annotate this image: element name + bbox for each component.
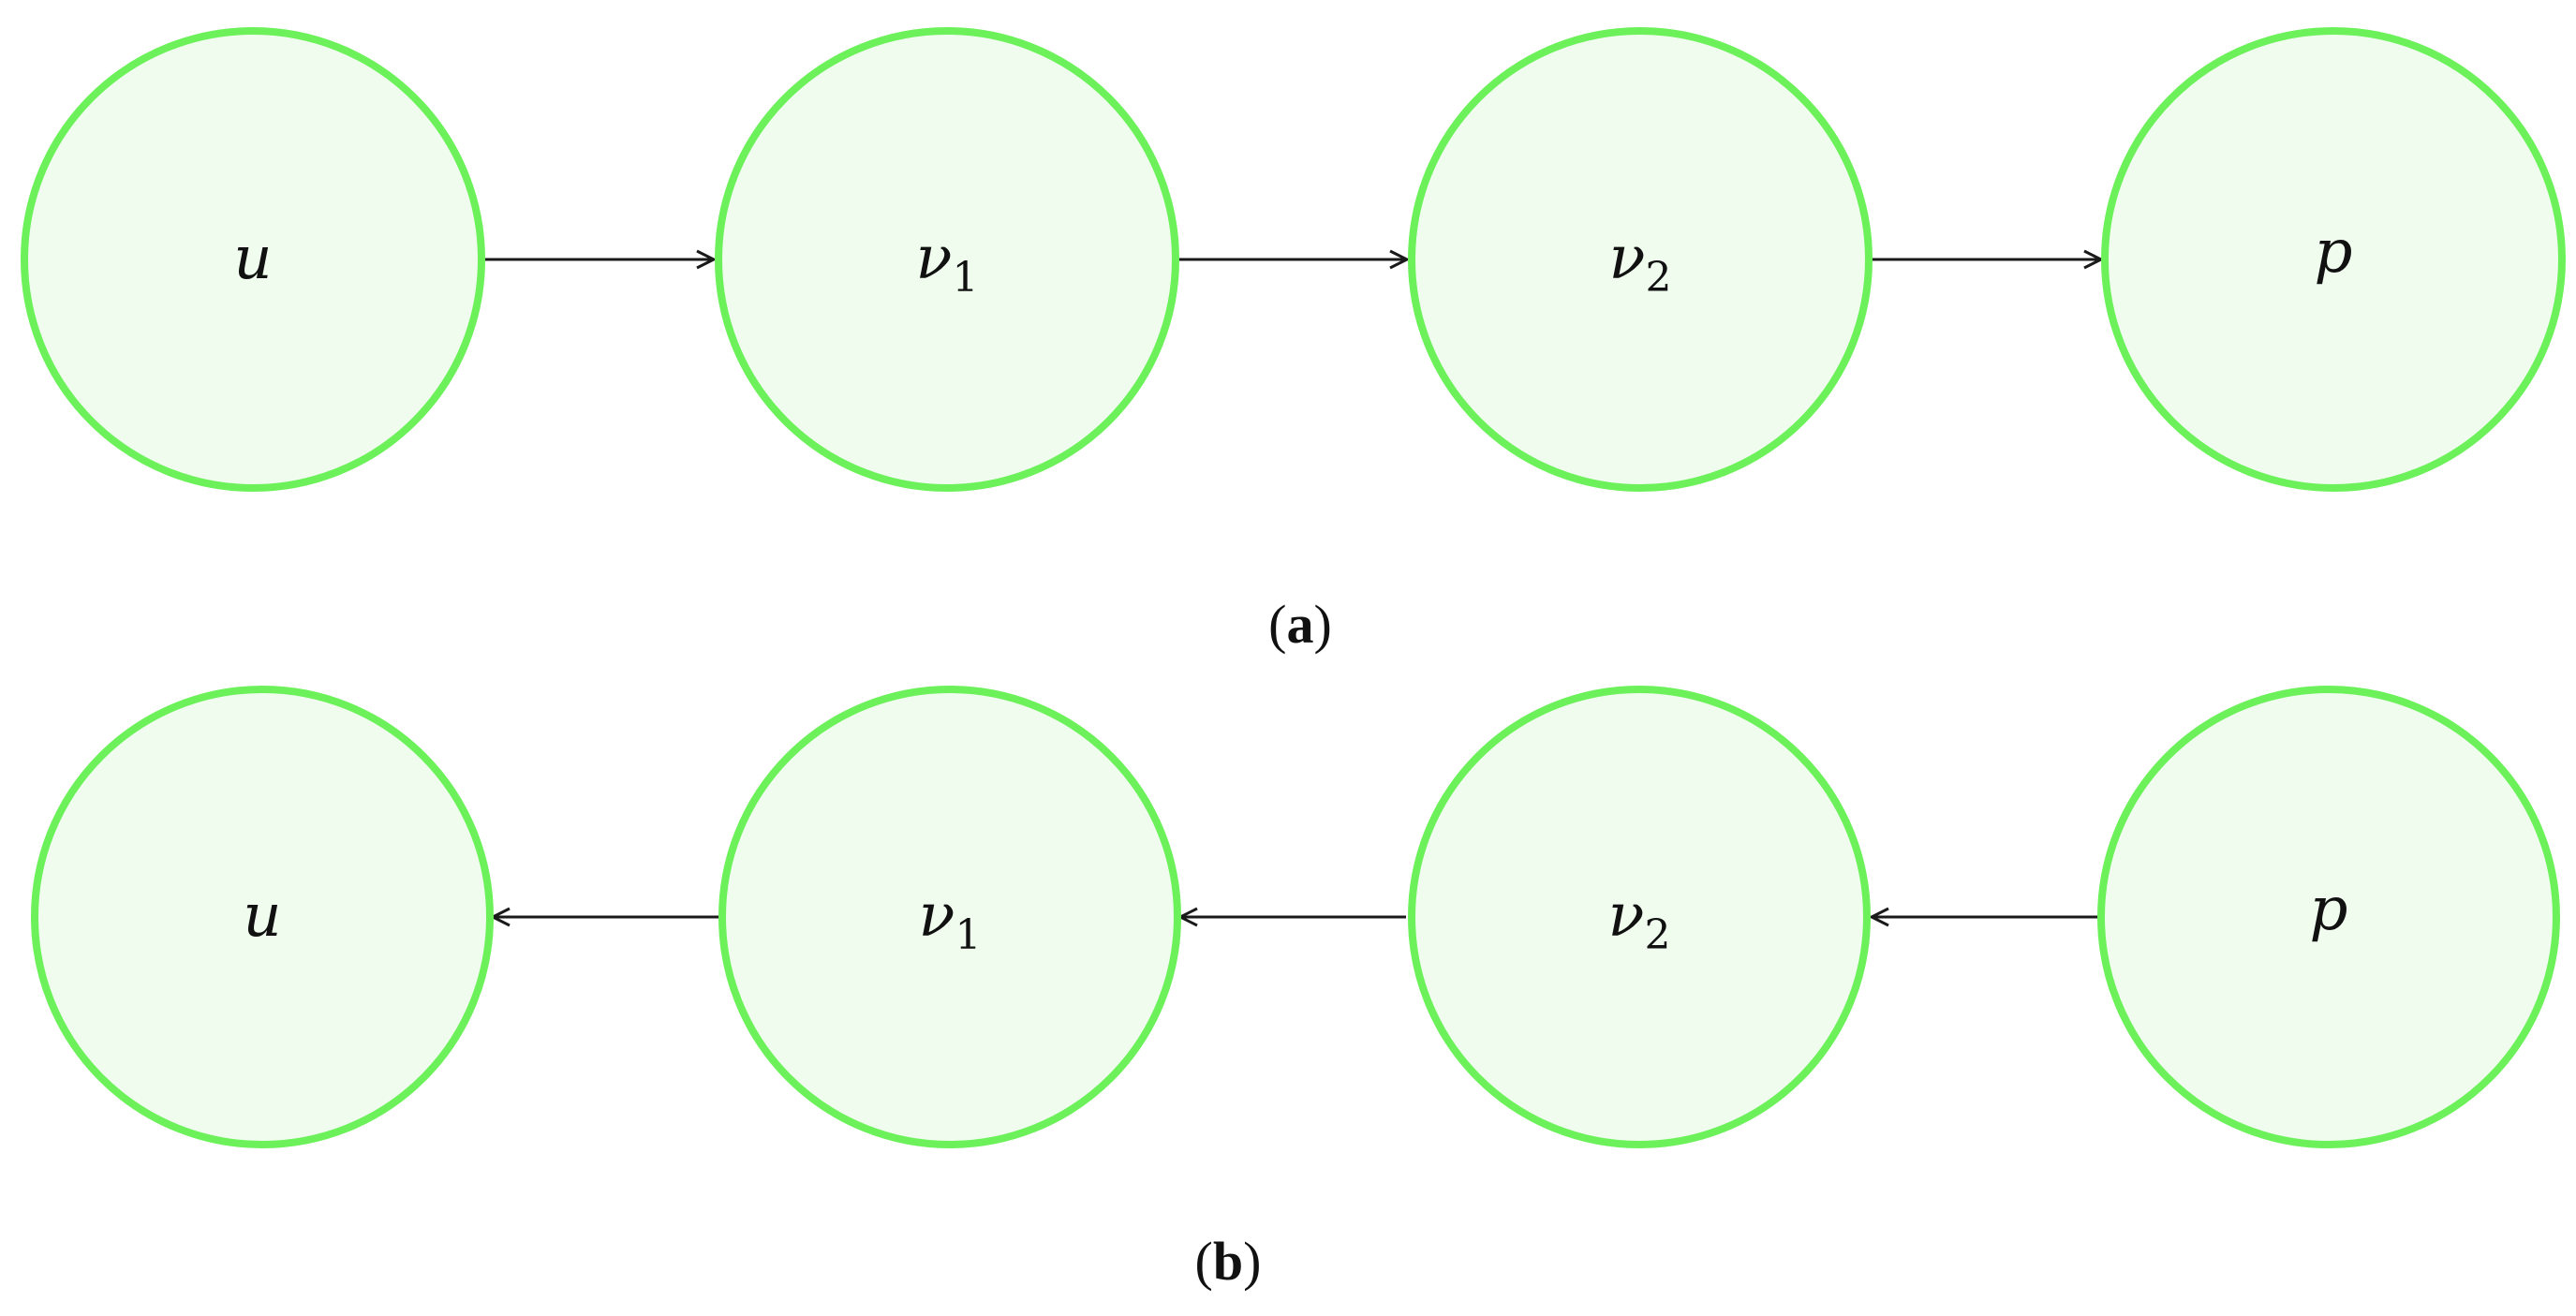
node-nu1: ν1 <box>718 686 1181 1148</box>
node-u-label: u <box>243 881 281 951</box>
node-nu1-label: ν1 <box>919 881 982 959</box>
node-u-circle <box>31 686 494 1148</box>
node-p-circle <box>2101 27 2566 492</box>
node-nu2-circle <box>1408 686 1871 1148</box>
node-nu2-label: ν2 <box>1609 224 1672 302</box>
panel-b: u ν1 ν2 p (b) <box>31 686 2560 1292</box>
node-nu2-circle <box>1408 27 1873 492</box>
node-p: p <box>2101 27 2566 492</box>
caption-a: (a) <box>1268 594 1332 655</box>
node-nu2: ν2 <box>1408 686 1871 1148</box>
node-p-circle <box>2097 686 2560 1148</box>
node-nu2-label: ν2 <box>1608 881 1671 959</box>
node-nu1-circle <box>715 27 1179 492</box>
node-u: u <box>21 27 485 492</box>
node-u-circle <box>21 27 485 492</box>
node-nu2: ν2 <box>1408 27 1873 492</box>
node-u-label: u <box>233 224 272 293</box>
node-p-label: p <box>2310 875 2348 944</box>
caption-b: (b) <box>1195 1231 1262 1292</box>
node-u: u <box>31 686 494 1148</box>
node-p: p <box>2097 686 2560 1148</box>
node-nu1-circle <box>718 686 1181 1148</box>
panel-a: u ν1 ν2 p (a) <box>21 27 2566 655</box>
node-p-label: p <box>2315 217 2353 287</box>
node-nu1-label: ν1 <box>916 224 979 302</box>
node-nu1: ν1 <box>715 27 1179 492</box>
